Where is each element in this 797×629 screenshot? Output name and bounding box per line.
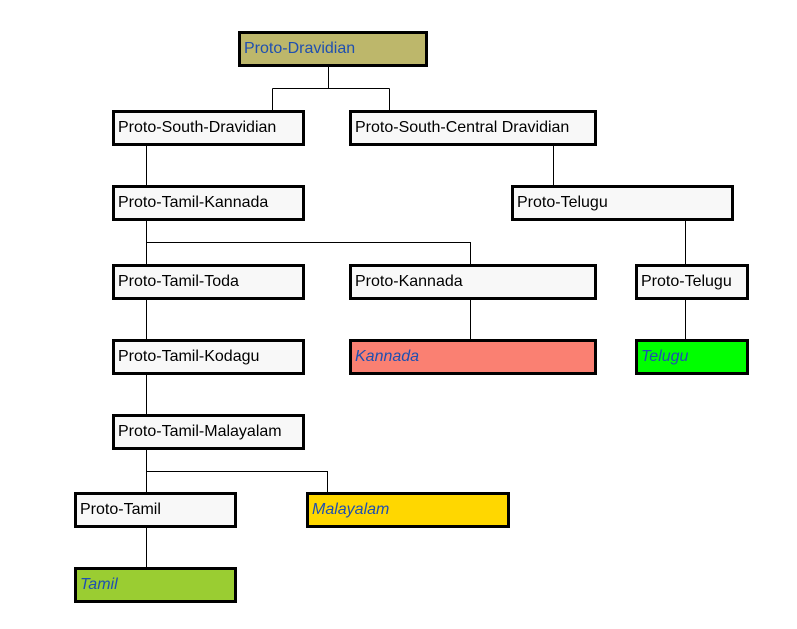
node-proto-tamil-toda: Proto-Tamil-Toda <box>112 264 305 300</box>
node-proto-south-dravidian: Proto-South-Dravidian <box>112 110 305 146</box>
edge-ptk-children <box>146 221 471 264</box>
node-proto-telugu-upper: Proto-Telugu <box>511 185 734 221</box>
node-proto-tamil: Proto-Tamil <box>74 492 237 528</box>
edge-root <box>272 67 390 110</box>
node-proto-dravidian: Proto-Dravidian <box>238 31 428 67</box>
node-malayalam: Malayalam <box>306 492 510 528</box>
node-proto-tamil-kannada: Proto-Tamil-Kannada <box>112 185 305 221</box>
node-telugu: Telugu <box>635 339 749 375</box>
node-kannada: Kannada <box>349 339 597 375</box>
edge-ptm-children <box>146 450 328 492</box>
node-proto-south-central-dravidian: Proto-South-Central Dravidian <box>349 110 597 146</box>
node-proto-telugu-lower: Proto-Telugu <box>635 264 749 300</box>
node-proto-tamil-kodagu: Proto-Tamil-Kodagu <box>112 339 305 375</box>
node-proto-kannada: Proto-Kannada <box>349 264 597 300</box>
node-tamil: Tamil <box>74 567 237 603</box>
node-proto-tamil-malayalam: Proto-Tamil-Malayalam <box>112 414 305 450</box>
